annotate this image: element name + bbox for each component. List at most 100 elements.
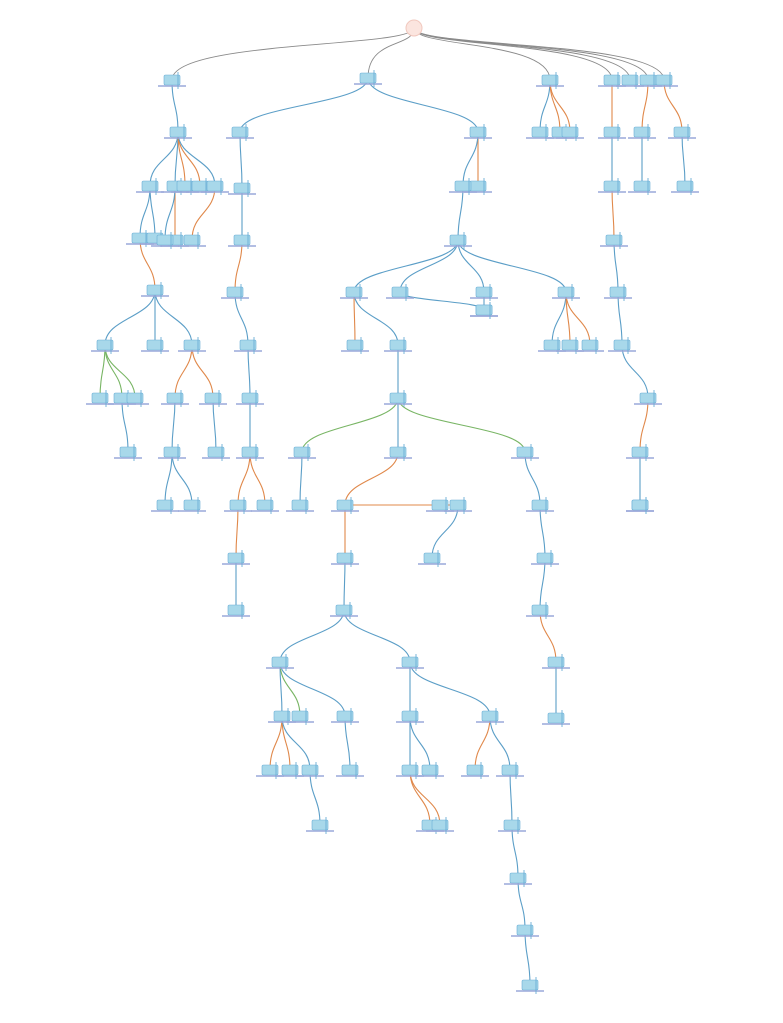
tree-edge: [149, 185, 156, 239]
tree-edge: [299, 451, 303, 506]
tree-edge: [149, 131, 179, 187]
tree-node: [224, 497, 252, 514]
tree-edge: [353, 291, 399, 346]
tree-node: [331, 497, 359, 514]
tree-edge: [171, 451, 193, 506]
tree-edge: [171, 397, 176, 453]
tree-edge: [154, 289, 193, 346]
tree-node: [536, 72, 564, 89]
tree-node: [634, 390, 662, 407]
tree-node: [470, 302, 498, 319]
tree-node: [556, 337, 584, 354]
tree-node: [498, 817, 526, 834]
tree-edge: [524, 929, 531, 986]
tree-edge: [474, 715, 491, 771]
tree-node: [158, 444, 186, 461]
tree-node: [222, 550, 250, 567]
tree-edge: [191, 185, 216, 241]
tree-edge: [344, 451, 399, 506]
tree-edge: [617, 291, 623, 346]
tree-edge: [281, 715, 311, 771]
tree-edge: [409, 769, 441, 826]
tree-edge: [431, 504, 459, 559]
tree-node: [526, 602, 554, 619]
tree-node: [266, 654, 294, 671]
tree-edge: [104, 289, 156, 346]
tree-node: [306, 817, 334, 834]
tree-edge: [164, 185, 176, 241]
tree-edge: [121, 397, 129, 453]
tree-edge: [139, 185, 151, 239]
tree-node: [496, 762, 524, 779]
tree-edge: [539, 79, 551, 133]
tree-node: [396, 708, 424, 725]
tree-edge: [613, 239, 619, 293]
tree-node: [542, 710, 570, 727]
tree-node: [526, 497, 554, 514]
tree-node: [511, 922, 539, 939]
tree-node: [296, 762, 324, 779]
tree-node: [178, 232, 206, 249]
tree-node: [161, 390, 189, 407]
tree-edge: [343, 609, 411, 663]
tree-node: [340, 284, 368, 301]
tree-edge: [301, 397, 399, 453]
tree-node: [598, 124, 626, 141]
tree-edge: [367, 77, 479, 133]
tree-node: [222, 602, 250, 619]
tree-node: [671, 178, 699, 195]
tree-edge: [413, 27, 649, 81]
tree-edge: [99, 344, 106, 399]
tree-node: [386, 284, 414, 301]
tree-edge: [269, 715, 283, 771]
tree-node: [542, 654, 570, 671]
tree-edge: [397, 397, 526, 453]
tree-edge: [457, 185, 464, 241]
tree-node: [331, 708, 359, 725]
tree-node: [628, 178, 656, 195]
tree-edge: [457, 239, 567, 293]
tree-edge: [399, 239, 459, 293]
tree-node: [276, 762, 304, 779]
tree-edge: [367, 27, 415, 79]
tree-node: [228, 232, 256, 249]
tree-node: [556, 124, 584, 141]
tree-edge: [539, 609, 557, 663]
tree-edge: [212, 397, 217, 453]
tree-edge: [353, 291, 356, 346]
tree-node: [234, 337, 262, 354]
tree-node: [164, 124, 192, 141]
tree-node: [202, 444, 230, 461]
tree-node: [516, 977, 544, 994]
tree-node: [616, 72, 644, 89]
tree-edge: [509, 769, 513, 826]
tree-edge: [511, 824, 519, 879]
tree-edge: [551, 291, 567, 346]
tree-node: [608, 337, 636, 354]
tree-edge: [639, 397, 649, 453]
tree-node: [416, 762, 444, 779]
tree-edge: [413, 27, 665, 81]
tree-node: [449, 178, 477, 195]
tree-node: [396, 654, 424, 671]
tree-node: [354, 70, 382, 87]
tree-edge: [413, 27, 631, 81]
tree-node: [178, 497, 206, 514]
tree-edge: [681, 131, 686, 187]
tree-node: [199, 390, 227, 407]
tree-node: [331, 550, 359, 567]
tree-node: [598, 178, 626, 195]
tree-node: [461, 762, 489, 779]
tree-edge: [279, 609, 345, 663]
tree-node: [330, 602, 358, 619]
tree-node: [464, 124, 492, 141]
tree-edge: [239, 131, 243, 189]
tree-node: [626, 497, 654, 514]
tree-edge: [549, 79, 561, 133]
tree-node: [600, 232, 628, 249]
tree-node: [221, 284, 249, 301]
tree-node: [201, 178, 229, 195]
tree-node: [444, 497, 472, 514]
